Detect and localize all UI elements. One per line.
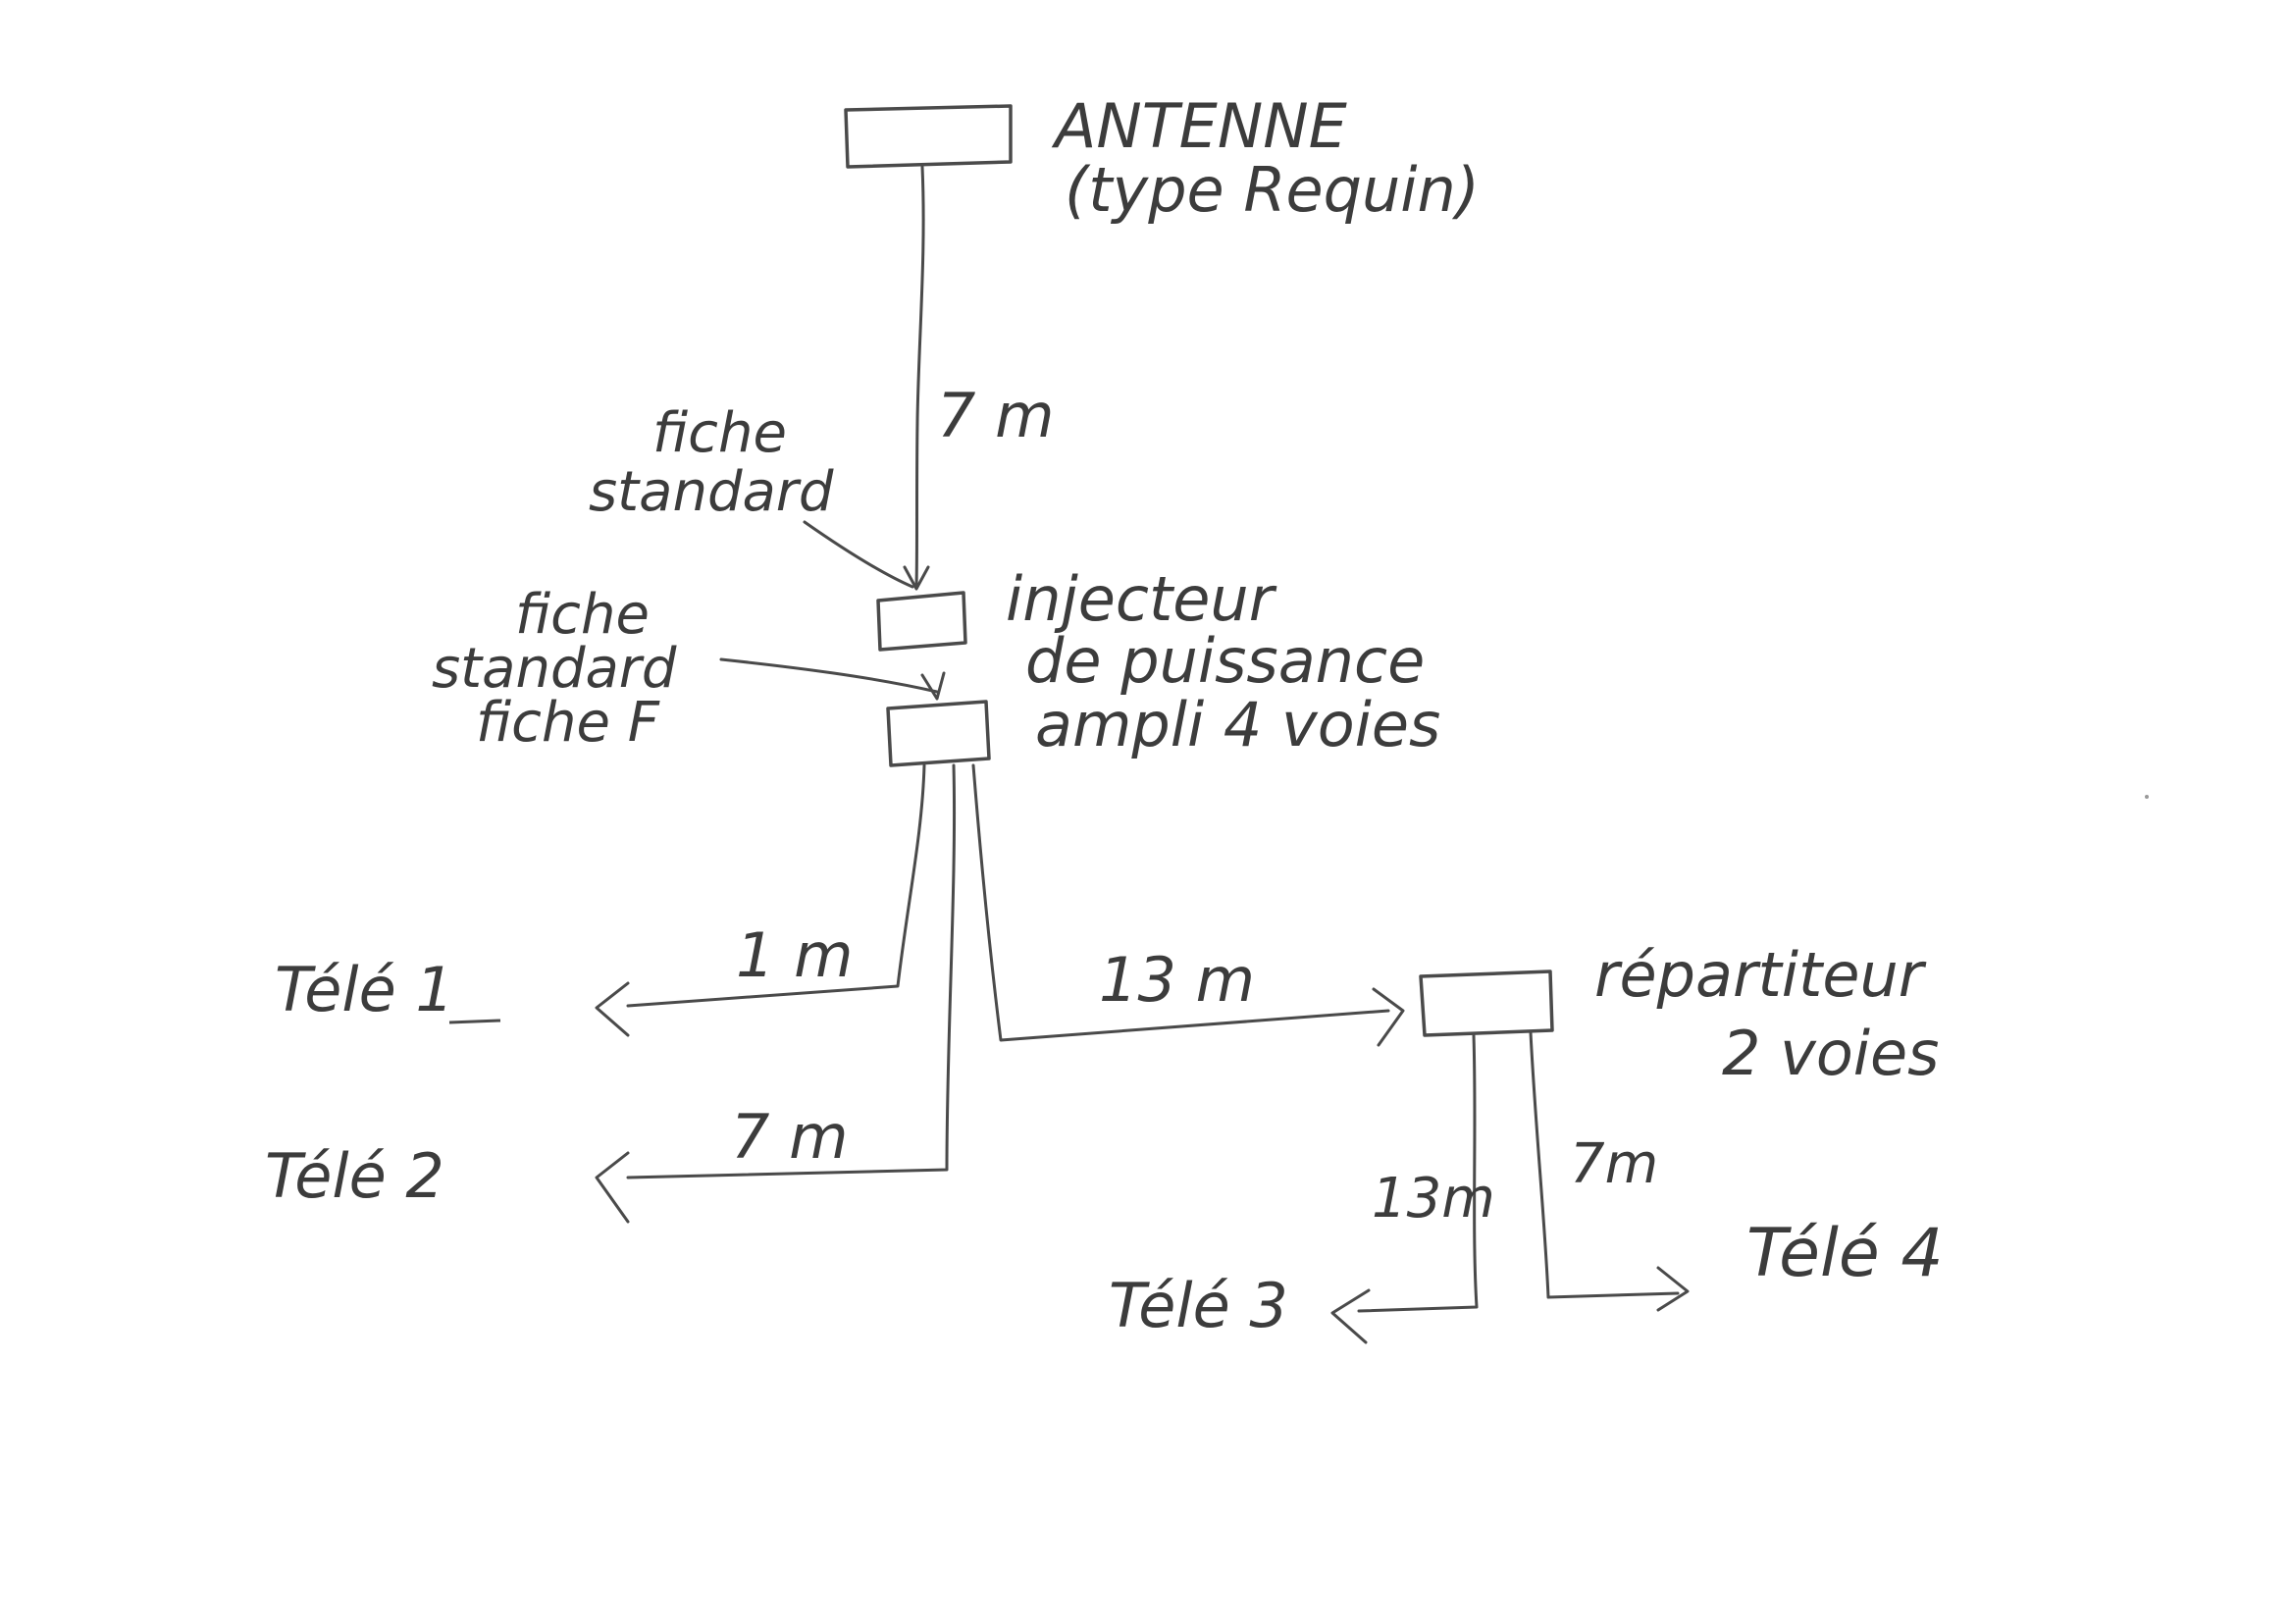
amplifier-label: ampli 4 voies [1035, 689, 1440, 760]
cable-label-amp-splitter: 13 m [1099, 944, 1255, 1016]
antenna-label-line2: (type Requin) [1065, 154, 1480, 226]
cable-tv1-arrowhead [595, 981, 630, 1037]
injector-label-line1: injecteur [1006, 563, 1277, 635]
cable-amp-to-splitter [971, 763, 1390, 1042]
tv4-label: Télé 4 [1746, 1215, 1944, 1292]
cable-tv4-arrowhead [1656, 1266, 1690, 1312]
cable-label-amp-tv2: 7 m [731, 1101, 849, 1173]
cable-label-splitter-tv3: 13m [1372, 1167, 1495, 1231]
connector-bottom-line3: fiche F [476, 691, 660, 755]
cable-splitter-to-tv4 [1529, 1030, 1680, 1299]
connector-top-line2: standard [589, 460, 834, 524]
cable-tv2-arrowhead [595, 1151, 630, 1224]
connector-bottom-line1: fiche [515, 583, 650, 647]
splitter-label-line2: 2 voies [1722, 1018, 1939, 1089]
antenna-label-line1: ANTENNE [1051, 90, 1348, 162]
cable-label-amp-tv1: 1 m [736, 919, 854, 991]
paper-speck [2145, 795, 2149, 799]
connector-bottom-arrowhead [920, 671, 946, 701]
cable-amp-to-tv2 [626, 763, 957, 1179]
connector-top-line1: fiche [652, 401, 787, 465]
splitter-label-line1: répartiteur [1594, 939, 1927, 1011]
cable-splitter-to-tv3 [1357, 1033, 1479, 1313]
connector-top-pointer [803, 520, 914, 589]
tv3-label: Télé 3 [1109, 1270, 1288, 1341]
cable-splitter-arrowhead [1372, 987, 1405, 1047]
injector-box [876, 591, 967, 652]
splitter-box [1419, 969, 1554, 1037]
cable-amp-to-tv1 [626, 763, 926, 1008]
cable-tv3-arrowhead [1330, 1288, 1371, 1344]
cable-antenna-arrowhead [903, 565, 930, 591]
connector-bottom-pointer [719, 657, 939, 694]
tv1-label: Télé 1 [275, 954, 454, 1025]
connector-bottom-line2: standard [432, 637, 677, 701]
antenna-box [844, 104, 1013, 169]
tv2-label: Télé 2 [265, 1140, 444, 1212]
tv1-underline [448, 1019, 501, 1024]
amplifier-box [886, 700, 991, 767]
cable-label-splitter-tv4: 7m [1570, 1132, 1658, 1196]
injector-label-line2: de puissance [1025, 625, 1425, 697]
cable-antenna-to-injector [914, 165, 925, 589]
cable-label-antenna-injector: 7 m [937, 380, 1055, 451]
